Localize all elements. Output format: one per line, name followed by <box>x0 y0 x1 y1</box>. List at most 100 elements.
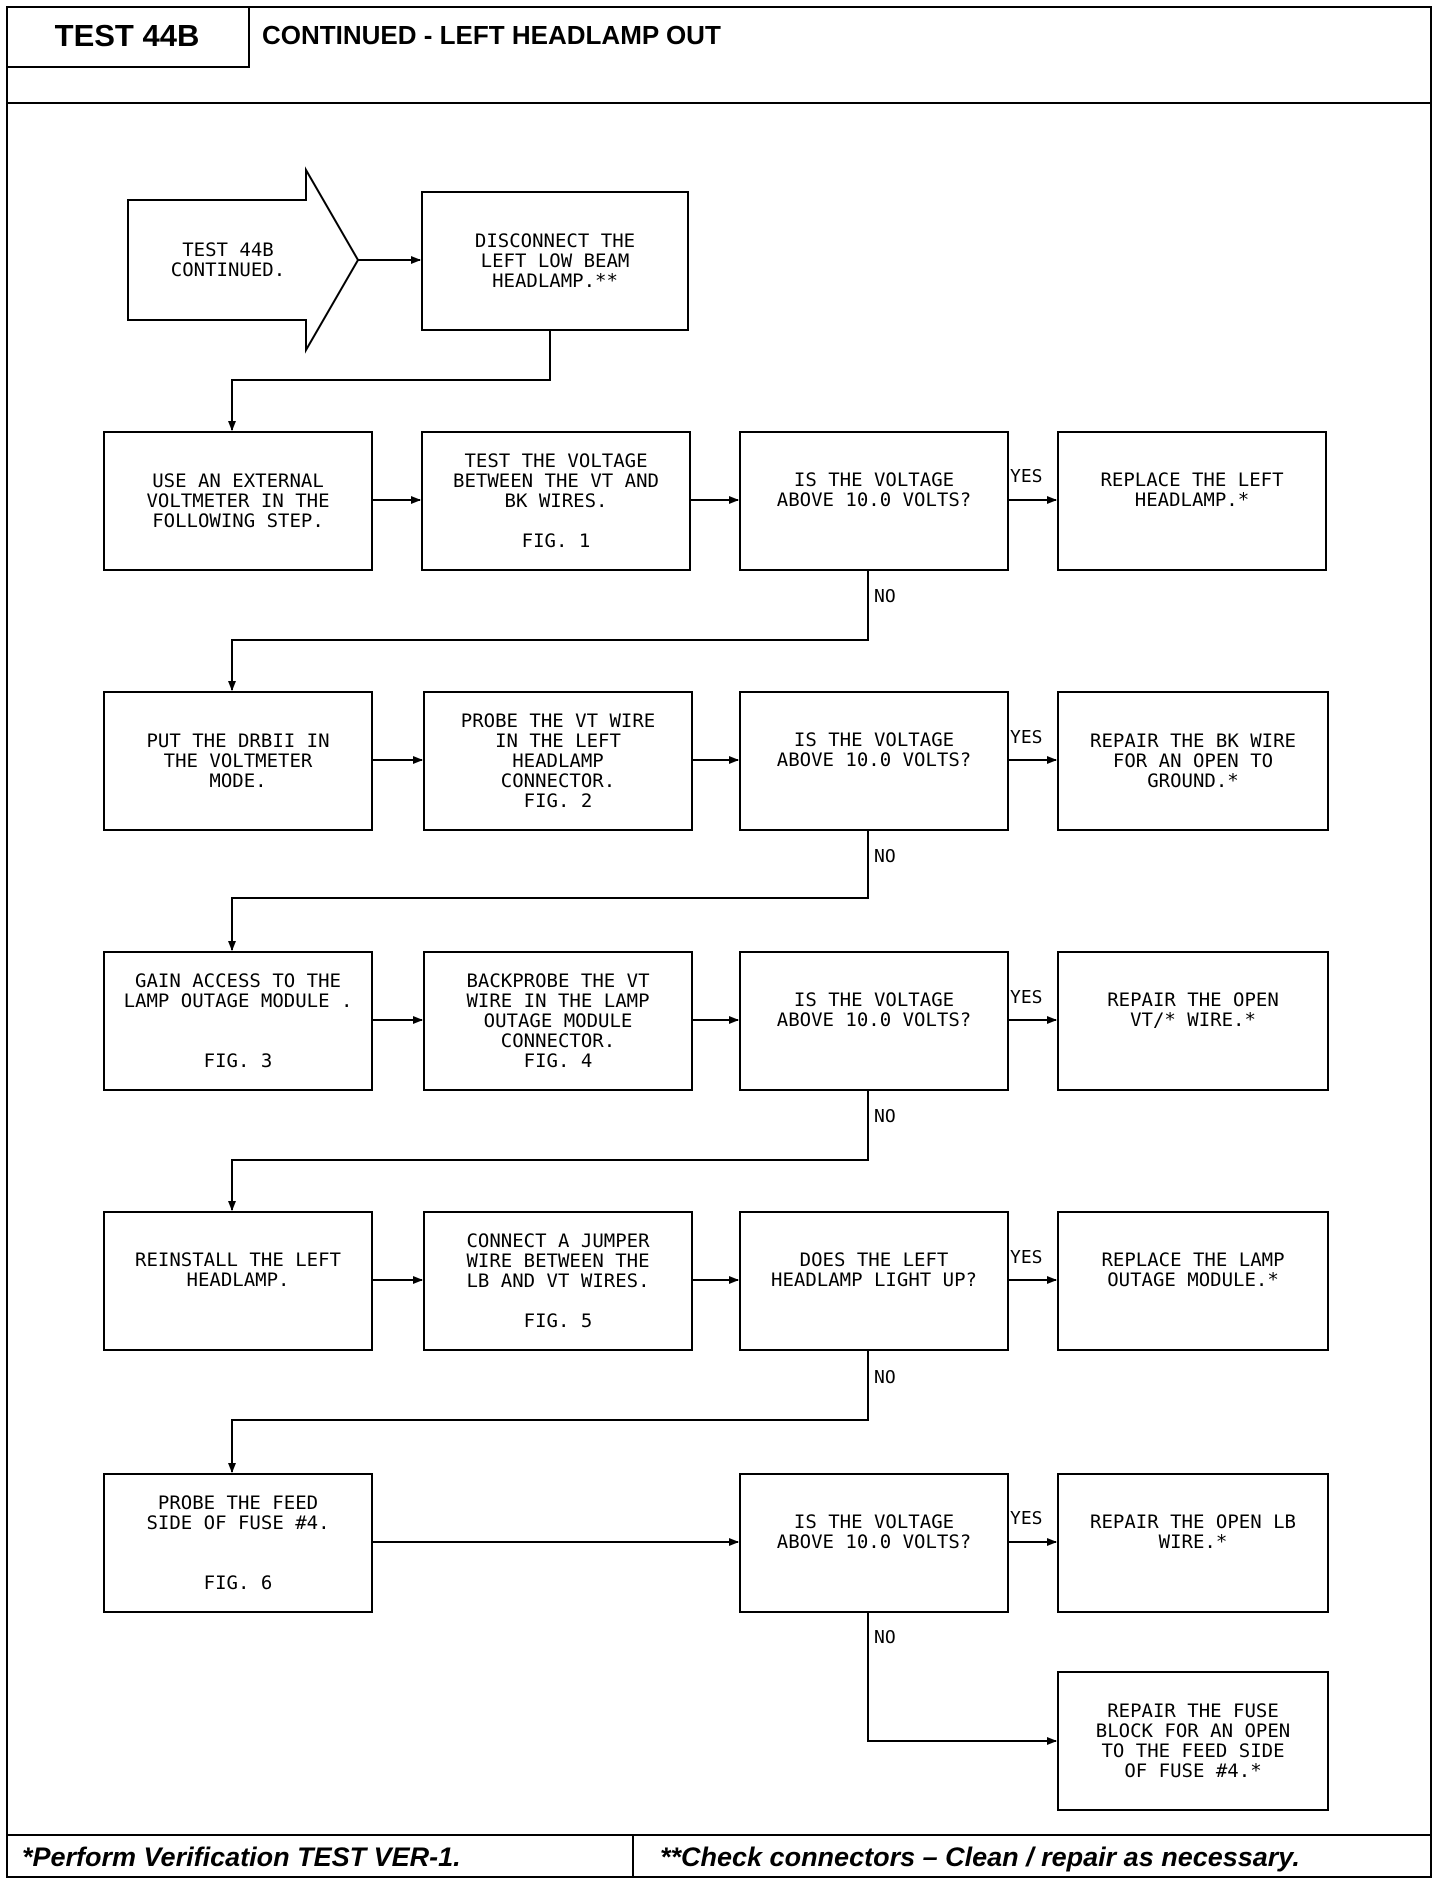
r1b-line-2: BK WIRES. <box>505 490 608 512</box>
box-r2a <box>103 691 373 831</box>
r6d-line-0: REPAIR THE FUSE <box>1107 1700 1279 1722</box>
r4a-line-0: REINSTALL THE LEFT <box>135 1249 341 1271</box>
box-r1b <box>421 431 691 571</box>
test-title: CONTINUED - LEFT HEADLAMP OUT <box>262 20 721 50</box>
r4b-line-4: FIG. 5 <box>524 1310 593 1332</box>
yes-label-3: YES <box>1010 987 1043 1008</box>
no-label-3: NO <box>874 1106 896 1127</box>
box-r2d <box>1057 691 1329 831</box>
box-r1a <box>103 431 373 571</box>
r1a-line-1: VOLTMETER IN THE <box>146 490 329 512</box>
r1b-line-1: BETWEEN THE VT AND <box>453 470 659 492</box>
box-r3c <box>739 951 1009 1091</box>
box-r3a <box>103 951 373 1091</box>
r2b-line-1: IN THE LEFT <box>495 730 621 752</box>
arrow-r1c-to-r2a <box>228 570 869 691</box>
r3b-line-4: FIG. 4 <box>524 1050 593 1072</box>
box-r4a <box>103 1211 373 1351</box>
r2c-line-0: IS THE VOLTAGE <box>794 729 954 751</box>
r3b-line-3: CONNECTOR. <box>501 1030 615 1052</box>
arrow-r3c-to-r4a <box>228 1090 869 1211</box>
no-label-1: NO <box>874 586 896 607</box>
r1b-line-0: TEST THE VOLTAGE <box>464 450 647 472</box>
r3a-line-4: FIG. 3 <box>204 1050 273 1072</box>
r5d-line-0: REPAIR THE OPEN LB <box>1090 1511 1296 1533</box>
r3c-line-1: ABOVE 10.0 VOLTS? <box>777 1009 971 1031</box>
r2d-line-1: FOR AN OPEN TO <box>1113 750 1273 772</box>
box-disconnect <box>421 191 689 331</box>
r1a-line-0: USE AN EXTERNAL <box>152 470 324 492</box>
r3b-line-1: WIRE IN THE LAMP <box>466 990 649 1012</box>
start-arrow-shape <box>127 166 360 354</box>
box-r2b <box>423 691 693 831</box>
r4b-line-0: CONNECT A JUMPER <box>466 1230 650 1252</box>
r5c-line-0: IS THE VOLTAGE <box>794 1511 954 1533</box>
disconnect-line-0: DISCONNECT THE <box>475 230 635 252</box>
box-r5c <box>739 1473 1009 1613</box>
box-r6d <box>1057 1671 1329 1811</box>
r5d-line-1: WIRE.* <box>1159 1531 1228 1553</box>
no-label-2: NO <box>874 846 896 867</box>
box-r4b <box>423 1211 693 1351</box>
r6d-line-2: TO THE FEED SIDE <box>1101 1740 1284 1762</box>
r1d-line-0: REPLACE THE LEFT <box>1100 469 1283 491</box>
r2b-line-4: FIG. 2 <box>524 790 593 812</box>
r3b-line-0: BACKPROBE THE VT <box>466 970 649 992</box>
box-r5a <box>103 1473 373 1613</box>
r5a-line-4: FIG. 6 <box>204 1572 273 1594</box>
r2c-line-1: ABOVE 10.0 VOLTS? <box>777 749 971 771</box>
r3c-line-0: IS THE VOLTAGE <box>794 989 954 1011</box>
r2a-line-0: PUT THE DRBII IN <box>146 730 329 752</box>
r2b-line-2: HEADLAMP <box>512 750 604 772</box>
box-r3b <box>423 951 693 1091</box>
r6d-line-1: BLOCK FOR AN OPEN <box>1096 1720 1290 1742</box>
yes-label-5: YES <box>1010 1508 1043 1529</box>
footer: *Perform Verification TEST VER-1. **Chec… <box>6 1834 1432 1878</box>
yes-label-2: YES <box>1010 727 1043 748</box>
r2b-line-3: CONNECTOR. <box>501 770 615 792</box>
box-r3d <box>1057 951 1329 1091</box>
arrow-r5c-to-r6d <box>867 1612 1057 1745</box>
arrow-r4c-to-r5a <box>228 1350 869 1473</box>
page-frame <box>6 6 1432 1878</box>
footer-verification-note: *Perform Verification TEST VER-1. <box>6 1836 634 1878</box>
r2b-line-0: PROBE THE VT WIRE <box>461 710 655 732</box>
r1c-line-0: IS THE VOLTAGE <box>794 469 954 491</box>
r3d-line-1: VT/* WIRE.* <box>1130 1009 1256 1031</box>
r2a-line-1: THE VOLTMETER <box>164 750 313 772</box>
test-id-label: TEST 44B <box>6 6 250 68</box>
r4d-line-1: OUTAGE MODULE.* <box>1107 1269 1279 1291</box>
r2d-line-2: GROUND.* <box>1147 770 1239 792</box>
r4d-line-0: REPLACE THE LAMP <box>1101 1249 1284 1271</box>
r5a-line-0: PROBE THE FEED <box>158 1492 318 1514</box>
disconnect-line-2: HEADLAMP.** <box>492 270 618 292</box>
r1b-line-4: FIG. 1 <box>522 530 591 552</box>
r2a-line-2: MODE. <box>209 770 266 792</box>
r3b-line-2: OUTAGE MODULE <box>484 1010 633 1032</box>
box-r4d <box>1057 1211 1329 1351</box>
yes-label-4: YES <box>1010 1247 1043 1268</box>
no-label-4: NO <box>874 1367 896 1388</box>
r1a-line-2: FOLLOWING STEP. <box>152 510 324 532</box>
r4c-line-1: HEADLAMP LIGHT UP? <box>771 1269 977 1291</box>
footer-connector-note: **Check connectors – Clean / repair as n… <box>660 1841 1300 1872</box>
r3a-line-0: GAIN ACCESS TO THE <box>135 970 341 992</box>
